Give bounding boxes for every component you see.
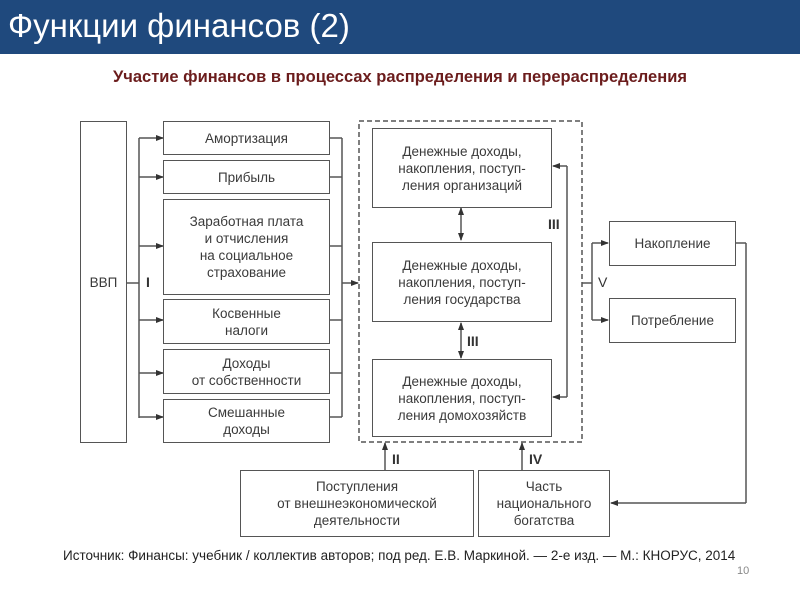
slide-header: Функции финансов (2) bbox=[0, 0, 800, 54]
box-text: Поступления от внешнеэкономической деяте… bbox=[277, 479, 437, 528]
left-box-amortization: Амортизация bbox=[163, 121, 330, 155]
box-text: Заработная плата и отчисления на социаль… bbox=[189, 214, 304, 280]
left-box-indirect-taxes: Косвенные налоги bbox=[163, 299, 330, 344]
box-text: Часть национального богатства bbox=[496, 479, 592, 528]
right-box-accumulation: Накопление bbox=[609, 221, 736, 266]
label-iv: IV bbox=[529, 451, 543, 467]
center-box-state: Денежные доходы, накопления, поступ- лен… bbox=[372, 242, 552, 322]
box-text: Косвенные налоги bbox=[212, 305, 281, 338]
box-text: Прибыль bbox=[217, 169, 276, 185]
center-box-households: Денежные доходы, накопления, поступ- лен… bbox=[372, 359, 552, 437]
left-box-property-income: Доходы от собственности bbox=[163, 349, 330, 394]
gdp-label: ВВП bbox=[89, 274, 118, 290]
left-box-profit: Прибыль bbox=[163, 160, 330, 194]
bottom-box-national-wealth: Часть национального богатства bbox=[478, 470, 610, 537]
source-citation: Источник: Финансы: учебник / коллектив а… bbox=[63, 548, 736, 563]
center-box-organizations: Денежные доходы, накопления, поступ- лен… bbox=[372, 128, 552, 208]
label-i: I bbox=[146, 274, 150, 290]
bottom-box-foreign-trade: Поступления от внешнеэкономической деяте… bbox=[240, 470, 474, 537]
box-text: Денежные доходы, накопления, поступ- лен… bbox=[397, 373, 527, 423]
left-box-wages: Заработная плата и отчисления на социаль… bbox=[163, 199, 330, 295]
box-text: Накопление bbox=[634, 236, 711, 251]
gdp-box: ВВП bbox=[80, 121, 127, 443]
box-text: Денежные доходы, накопления, поступ- лен… bbox=[398, 257, 526, 307]
box-text: Потребление bbox=[631, 313, 714, 328]
label-iii-mid: III bbox=[467, 333, 479, 349]
right-box-consumption: Потребление bbox=[609, 298, 736, 343]
box-text: Доходы от собственности bbox=[191, 355, 302, 388]
box-text: Денежные доходы, накопления, поступ- лен… bbox=[398, 143, 526, 193]
box-text: Смешанные доходы bbox=[208, 405, 285, 437]
label-iii-top: III bbox=[548, 216, 560, 232]
box-text: Амортизация bbox=[204, 130, 288, 146]
diagram-subtitle: Участие финансов в процессах распределен… bbox=[113, 68, 687, 86]
left-box-mixed-income: Смешанные доходы bbox=[163, 399, 330, 443]
label-v: V bbox=[598, 274, 608, 290]
page-number: 10 bbox=[737, 565, 750, 577]
label-ii: II bbox=[392, 451, 400, 467]
slide-title: Функции финансов (2) bbox=[8, 7, 350, 44]
